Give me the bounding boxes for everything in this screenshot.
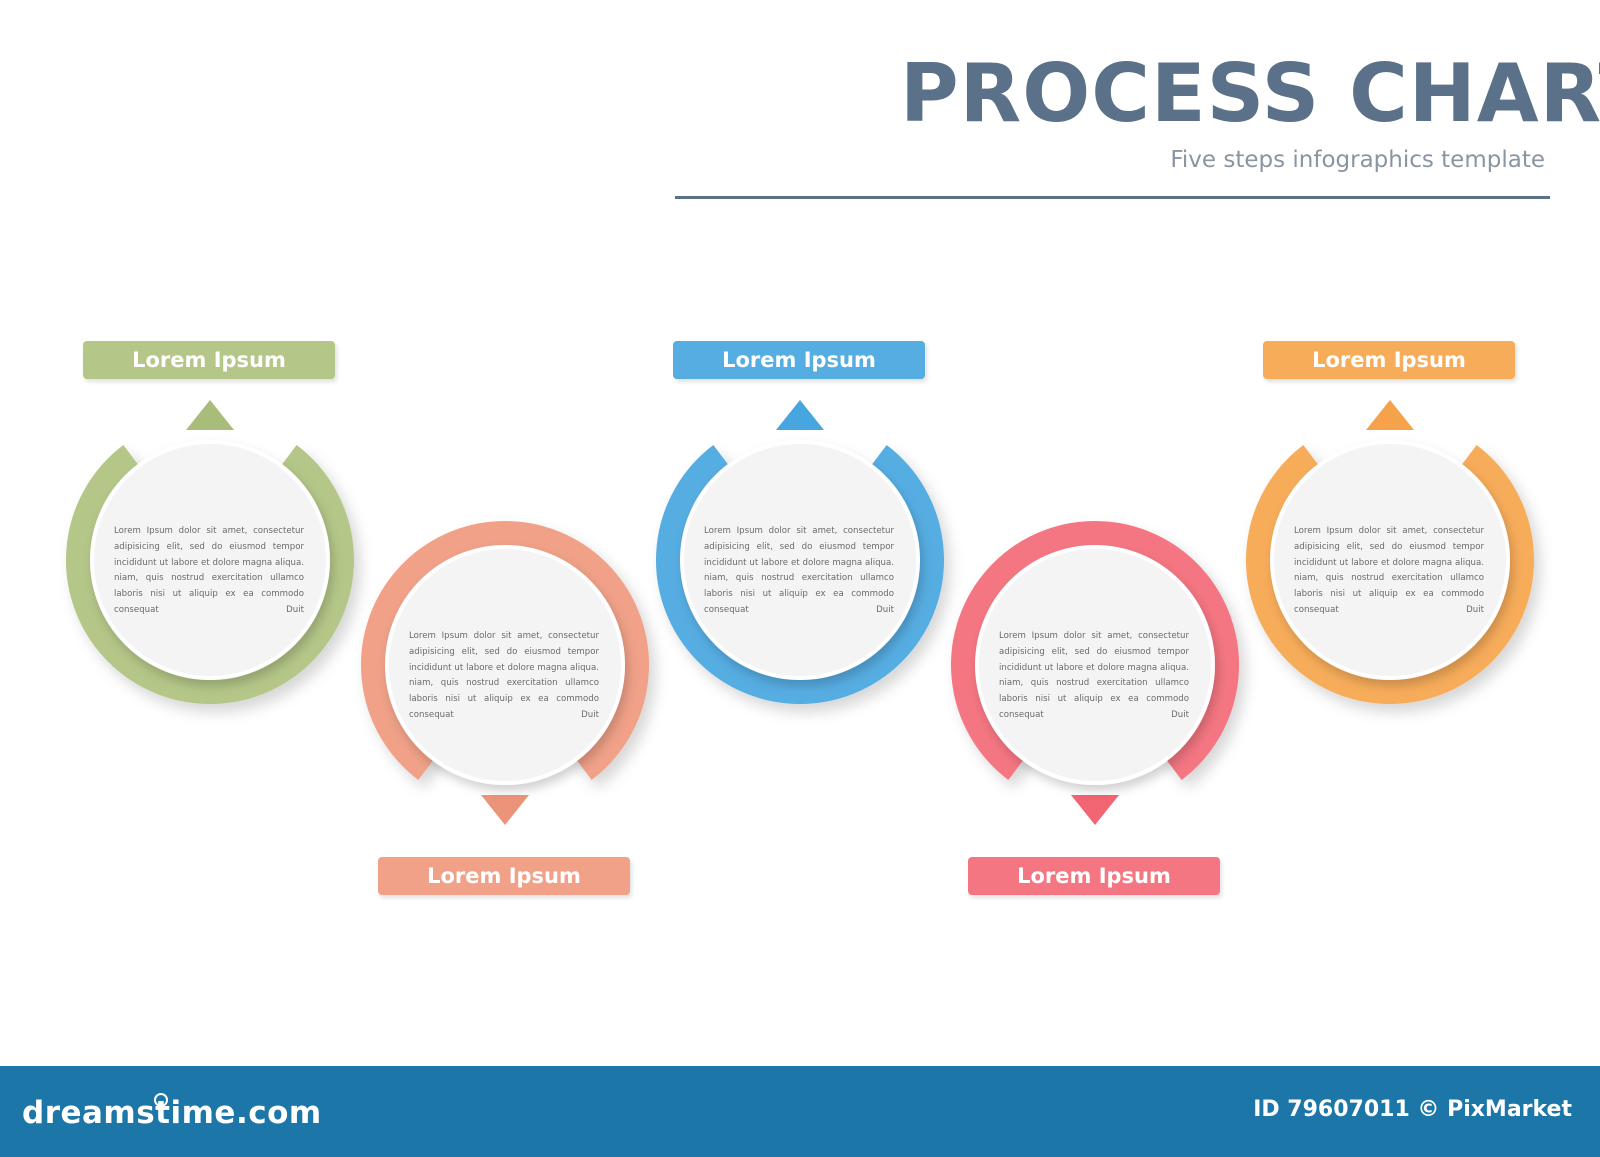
step-ring-2 <box>361 521 649 780</box>
footer-bar <box>0 1066 1600 1157</box>
step-label-1: Lorem Ipsum <box>83 341 335 379</box>
page-subtitle: Five steps infographics template <box>1170 147 1545 173</box>
step-pointer-1 <box>186 400 234 430</box>
step-ring-1 <box>66 445 354 704</box>
step-pointer-5 <box>1366 400 1414 430</box>
step-disc-2 <box>385 545 625 785</box>
step-pointer-2 <box>481 795 529 825</box>
footer-image-id: ID 79607011 © PixMarket <box>1253 1097 1572 1122</box>
brand-logo-icon <box>154 1093 168 1107</box>
step-ring-5 <box>1246 445 1534 704</box>
step-description-4: Lorem Ipsum dolor sit amet, consectetur … <box>999 631 1189 720</box>
title-divider <box>675 196 1550 199</box>
step-disc-4 <box>975 545 1215 785</box>
step-disc-5 <box>1270 440 1510 680</box>
step-label-5: Lorem Ipsum <box>1263 341 1515 379</box>
footer-brand[interactable]: dreamstime.com <box>22 1095 322 1131</box>
step-label-2: Lorem Ipsum <box>378 857 630 895</box>
step-ring-4 <box>951 521 1239 780</box>
step-ring-3 <box>656 445 944 704</box>
step-description-5: Lorem Ipsum dolor sit amet, consectetur … <box>1294 526 1484 615</box>
step-description-1: Lorem Ipsum dolor sit amet, consectetur … <box>114 526 304 615</box>
step-pointer-3 <box>776 400 824 430</box>
step-disc-1 <box>90 440 330 680</box>
step-description-3: Lorem Ipsum dolor sit amet, consectetur … <box>704 526 894 615</box>
step-disc-3 <box>680 440 920 680</box>
step-description-2: Lorem Ipsum dolor sit amet, consectetur … <box>409 631 599 720</box>
step-label-4: Lorem Ipsum <box>968 857 1220 895</box>
process-diagram <box>66 400 1534 825</box>
step-label-3: Lorem Ipsum <box>673 341 925 379</box>
page-title: PROCESS CHART <box>900 47 1600 140</box>
step-pointer-4 <box>1071 795 1119 825</box>
